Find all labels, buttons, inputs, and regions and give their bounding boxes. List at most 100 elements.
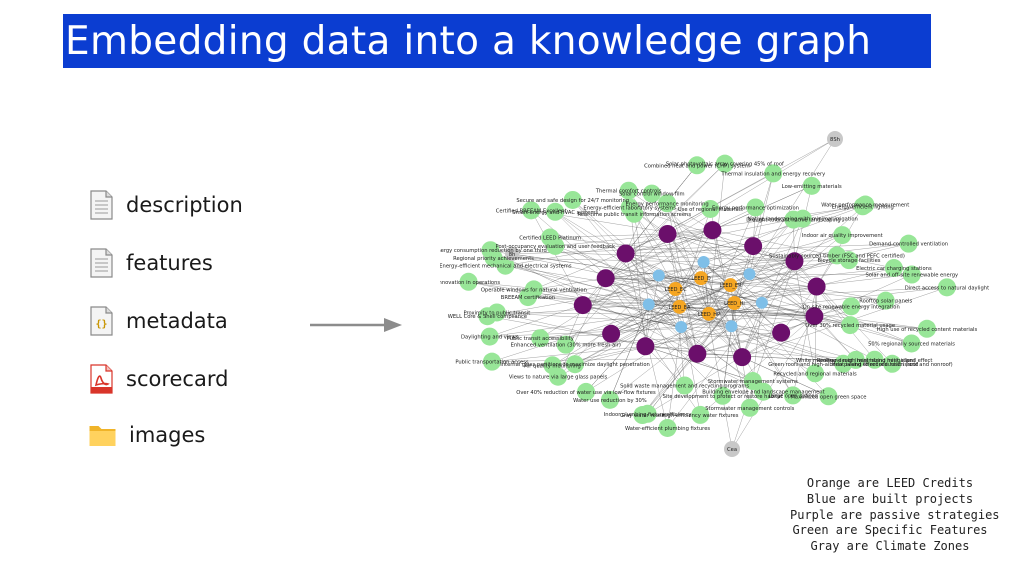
graph-edge bbox=[816, 206, 863, 287]
node-label: Public transit accessibility bbox=[507, 336, 574, 342]
node-label: Building envelope and landscape manageme… bbox=[702, 390, 824, 396]
graph-edge bbox=[565, 332, 782, 345]
graph-edge bbox=[648, 274, 912, 305]
graph-edge bbox=[703, 261, 750, 275]
blue-node bbox=[743, 268, 756, 281]
graph-edge bbox=[741, 261, 795, 358]
node-label: Energy performance monitoring bbox=[626, 201, 709, 207]
graph-edge bbox=[582, 304, 682, 328]
green-node bbox=[917, 319, 936, 338]
green-node bbox=[524, 280, 543, 299]
green-node bbox=[840, 251, 859, 270]
green-node bbox=[546, 202, 565, 221]
graph-edge bbox=[667, 326, 682, 428]
node-label: Regional priority achievements bbox=[453, 256, 534, 262]
graph-edge bbox=[734, 302, 794, 396]
graph-edge bbox=[493, 257, 704, 263]
graph-edge bbox=[667, 233, 698, 354]
node-label: Solid waste management and recycling pro… bbox=[620, 384, 749, 390]
node-label: Gray water reuse bbox=[620, 413, 665, 419]
green-node bbox=[802, 176, 821, 195]
graph-edge bbox=[555, 211, 659, 276]
node-label: Drought-tolerant native landscaping bbox=[746, 218, 840, 224]
purple-node bbox=[785, 252, 804, 271]
graph-edge bbox=[734, 218, 803, 304]
green-node bbox=[480, 327, 499, 346]
graph-edge bbox=[496, 312, 815, 317]
legend-gray: Gray are Climate Zones bbox=[810, 539, 970, 554]
file-item-features[interactable]: features bbox=[88, 248, 213, 278]
purple-node bbox=[772, 323, 791, 342]
orange-node bbox=[672, 299, 687, 314]
node-label: Solar photovoltaic array covering 45% of… bbox=[666, 162, 784, 168]
node-label: Daylighting and views bbox=[461, 335, 519, 341]
graph-edge bbox=[628, 190, 743, 358]
graph-edge bbox=[490, 249, 676, 290]
graph-edge bbox=[511, 253, 731, 286]
graph-edge bbox=[708, 163, 726, 314]
graph-edge bbox=[574, 306, 680, 365]
green-node bbox=[658, 194, 677, 213]
purple-node bbox=[807, 277, 826, 296]
green-node bbox=[687, 156, 706, 175]
graph-edge bbox=[666, 203, 710, 314]
graph-edge bbox=[658, 275, 762, 303]
node-label: Bicycle storage facilities bbox=[818, 258, 881, 264]
graph-edge bbox=[625, 253, 698, 354]
green-node bbox=[842, 297, 861, 316]
graph-edge bbox=[605, 138, 836, 279]
svg-text:{}: {} bbox=[95, 319, 107, 330]
node-label: Energy-efficient lighting bbox=[832, 204, 894, 210]
green-node bbox=[806, 364, 825, 383]
node-label: Electric car charging stations bbox=[856, 266, 932, 272]
graph-edge bbox=[675, 288, 743, 358]
file-item-scorecard[interactable]: scorecard bbox=[88, 364, 228, 394]
purple-node bbox=[744, 237, 763, 256]
graph-edge bbox=[703, 261, 782, 333]
graph-edge bbox=[697, 332, 782, 354]
graph-edge bbox=[749, 173, 774, 275]
green-node bbox=[600, 390, 619, 409]
file-item-description[interactable]: description bbox=[88, 190, 243, 220]
node-label: 50% regionally sourced materials bbox=[868, 341, 955, 347]
graph-edge bbox=[814, 286, 817, 374]
graph-edge bbox=[540, 313, 709, 339]
graph-edge bbox=[555, 245, 676, 290]
file-item-metadata[interactable]: {} metadata bbox=[88, 306, 228, 336]
node-label: BREEAM certification bbox=[501, 295, 555, 301]
node-label: On-site renewable energy integration bbox=[803, 304, 900, 310]
node-label: Rooftop design minimizing heat island ef… bbox=[817, 358, 933, 364]
graph-edge bbox=[625, 193, 653, 254]
node-label: Thermal insulation and energy recovery bbox=[720, 171, 825, 177]
green-node bbox=[764, 164, 783, 183]
graph-edge bbox=[648, 304, 844, 365]
graph-edge bbox=[555, 245, 682, 328]
graph-edge bbox=[712, 229, 815, 317]
orange-node bbox=[701, 306, 716, 321]
green-node bbox=[563, 190, 582, 209]
node-label: Air quality monitoring bbox=[524, 363, 581, 369]
node-label: Operable windows for natural ventilation bbox=[481, 287, 587, 293]
text-document-icon bbox=[90, 190, 113, 220]
graph-edge bbox=[742, 356, 829, 397]
green-node bbox=[783, 386, 802, 405]
graph-edge bbox=[731, 261, 795, 450]
green-node bbox=[642, 184, 661, 203]
graph-edge bbox=[708, 207, 756, 314]
green-node bbox=[902, 265, 921, 284]
graph-edge bbox=[708, 287, 947, 315]
node-label: Water use reduction by 30% bbox=[573, 398, 647, 404]
file-item-images[interactable]: images bbox=[88, 422, 205, 448]
graph-edge bbox=[505, 265, 735, 304]
graph-edge bbox=[493, 257, 682, 328]
graph-edge bbox=[667, 233, 795, 262]
blue-node bbox=[642, 298, 655, 311]
graph-edge bbox=[489, 302, 735, 337]
graph-edge bbox=[749, 273, 815, 317]
node-label: Demand-controlled ventilation bbox=[869, 242, 948, 248]
graph-edge bbox=[749, 219, 794, 275]
node-label: Indoor plumbing fixture efficiency bbox=[604, 412, 692, 418]
node-label: Views to nature via large glass panels bbox=[509, 375, 608, 381]
green-node bbox=[620, 198, 639, 217]
graph-edge bbox=[530, 210, 584, 306]
